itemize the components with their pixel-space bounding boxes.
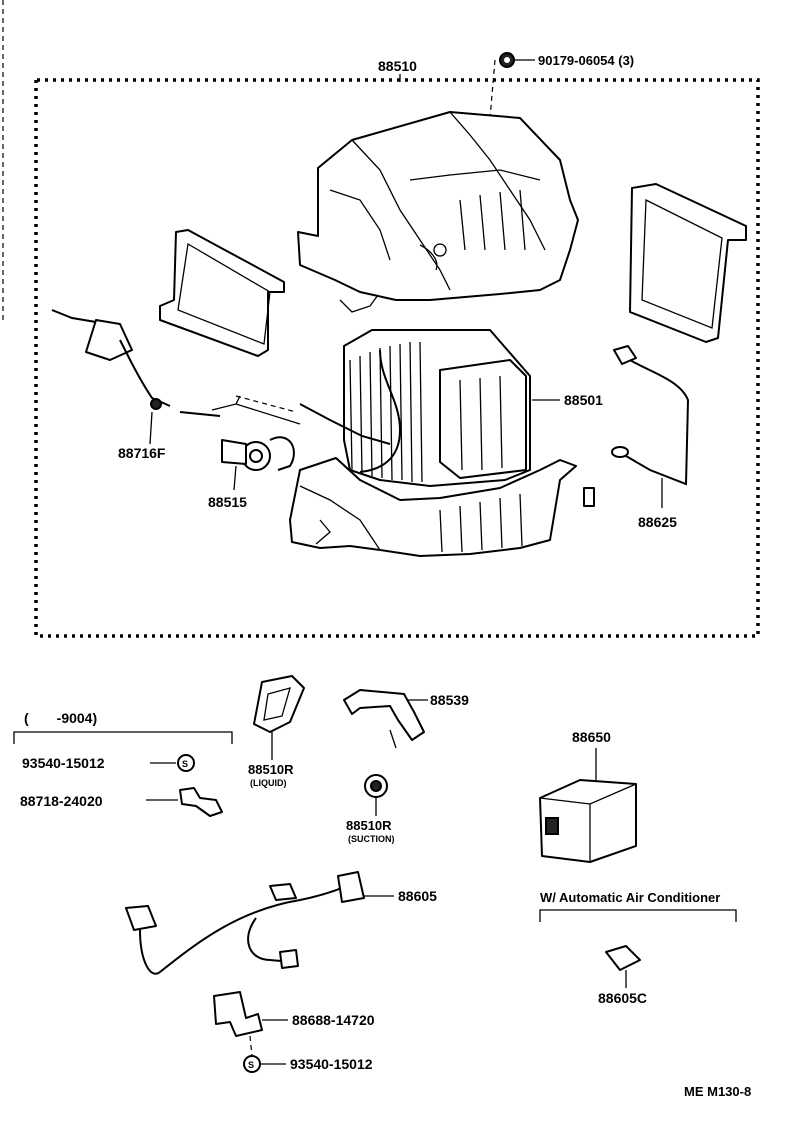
hose-88539-part [343, 689, 428, 749]
tube-88716f-label: 88716F [118, 445, 166, 461]
range-note: ( -9004) [24, 710, 97, 726]
tube-88716f-part [51, 309, 171, 445]
screw-a-label: 93540-15012 [22, 755, 105, 771]
screw-b-label: 93540-15012 [290, 1056, 373, 1072]
unit-88510-label: 88510 [378, 58, 417, 74]
diagram-code: ME M130-8 [684, 1084, 751, 1099]
connector-88605c-label: 88605C [598, 990, 647, 1006]
range-bracket [13, 731, 233, 744]
seal-frame-right [629, 183, 747, 343]
thermistor-88625-label: 88625 [638, 514, 677, 530]
screw-a-icon: S [150, 754, 195, 772]
screw-b-icon: S [243, 1035, 286, 1073]
seal-frame-left [159, 229, 285, 357]
grommet-liquid-sub: (LIQUID) [250, 778, 287, 788]
bracket-part [213, 991, 288, 1037]
bracket-label: 88688-14720 [292, 1012, 375, 1028]
clamp-part [146, 787, 223, 817]
bolt-top-label: 90179-06054 (3) [538, 53, 634, 68]
valve-88515-part [179, 395, 301, 491]
connector-88605c-part [605, 945, 641, 988]
evaporator-part [299, 329, 560, 487]
thermistor-88625-part [611, 345, 690, 508]
wire-88605-part [125, 871, 394, 975]
grommet-suction-part [364, 774, 388, 816]
grommet-liquid-label: 88510R [248, 762, 294, 777]
auto-ac-note: W/ Automatic Air Conditioner [540, 890, 720, 905]
amplifier-88650-label: 88650 [572, 729, 611, 745]
upper-case-part [297, 111, 579, 313]
screw-b-symbol: S [248, 1060, 254, 1070]
assembly-boundary [34, 74, 760, 638]
amplifier-88650-part [539, 748, 637, 863]
hose-88539-label: 88539 [430, 692, 469, 708]
screw-a-symbol: S [182, 759, 188, 769]
auto-ac-bracket [539, 909, 737, 922]
grommet-liquid-part [253, 675, 305, 760]
evaporator-label: 88501 [564, 392, 603, 408]
valve-88515-label: 88515 [208, 494, 247, 510]
lower-case-part [289, 457, 595, 557]
wire-88605-label: 88605 [398, 888, 437, 904]
grommet-suction-sub: (SUCTION) [348, 834, 395, 844]
grommet-suction-label: 88510R [346, 818, 392, 833]
clamp-label: 88718-24020 [20, 793, 103, 809]
